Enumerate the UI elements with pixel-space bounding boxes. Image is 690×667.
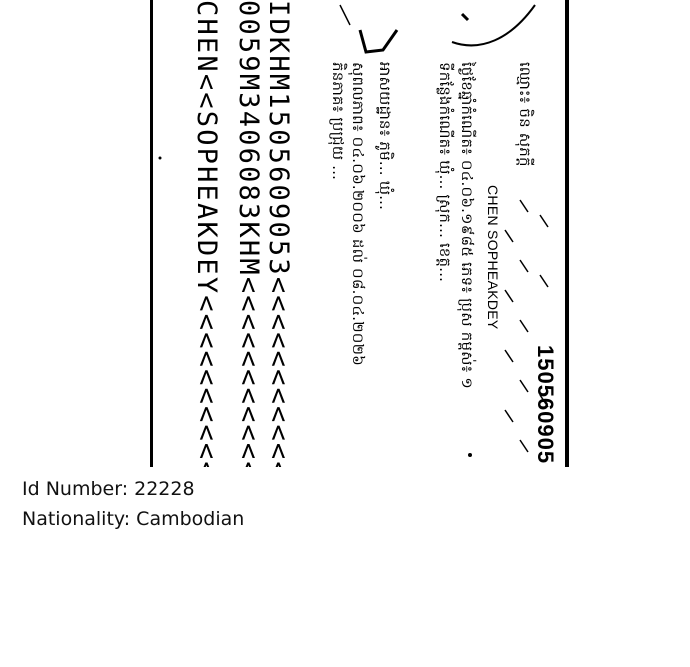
khmer-line-5: សុពលភាព៖ ០៤.០៦.២០០៦ ដល់ ០៨.០៤.២០២៦ — [349, 62, 367, 366]
id-card-scan: IDKHM1505609053<<<<<<<<<<<<<<< 0059M3406… — [150, 0, 569, 467]
nationality-row: Nationality:Cambodian — [22, 508, 244, 530]
id-number-value: 22228 — [134, 478, 195, 500]
id-number-row: Id Number:22228 — [22, 478, 195, 500]
scan-marks — [158, 4, 549, 457]
id-number-label: Id Number: — [22, 478, 129, 500]
khmer-line-6: ភិនភាគ៖ ប្រជ្រុយ ... — [329, 62, 347, 181]
mrz-line-2: 0059M3406083KHM<<<<<<<<<<<<<< — [233, 0, 264, 467]
khmer-line-1: ឈ្មោះ៖ ចិន សុភក្តី — [516, 62, 534, 167]
card-right-edge — [565, 0, 569, 467]
khmer-line-3: ទីកន្លែងកំណើត៖ ឃុំ... ស្រុក... ខេត្ត... — [436, 62, 454, 283]
mrz-line-1: IDKHM1505609053<<<<<<<<<<<<<<< — [263, 0, 294, 467]
mrz-line-3: CHEN<<SOPHEAKDEY<<<<<<<<<<<<< — [191, 0, 222, 467]
card-id-number: 150560905 — [533, 345, 558, 465]
card-left-edge — [150, 0, 153, 467]
latin-name: CHEN SOPHEAKDEY — [485, 185, 501, 330]
khmer-line-4: អាសយដ្ឋាន៖ ភូមិ... ឃុំ... — [376, 62, 394, 211]
nationality-label: Nationality: — [22, 508, 131, 530]
khmer-line-2: ថ្ងៃខែឆ្នាំកំណើត៖ ០៤.០៦.១៩៨៥ ភេទ៖ ប្រុស … — [458, 62, 476, 389]
nationality-value: Cambodian — [136, 508, 245, 530]
